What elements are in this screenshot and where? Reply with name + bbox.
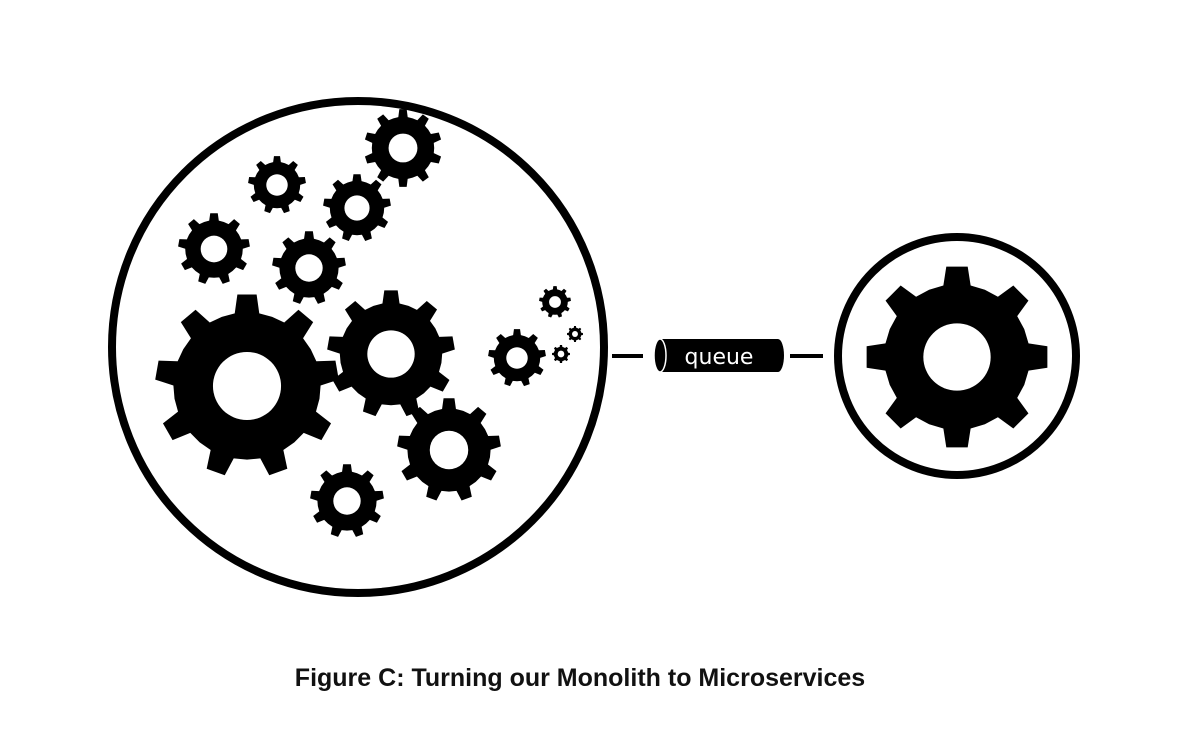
gear-icon — [552, 345, 570, 363]
gear-icon — [567, 326, 583, 342]
gear-icon — [364, 109, 442, 187]
gear-icon — [310, 464, 384, 537]
gear-icon — [248, 156, 306, 214]
gear-icon — [272, 231, 346, 304]
microservice-circle — [834, 233, 1080, 479]
figure-caption: Figure C: Turning our Monolith to Micros… — [294, 664, 866, 692]
gear-icon — [327, 290, 455, 417]
queue-label: queue — [685, 345, 754, 370]
gear-icon — [155, 294, 339, 476]
microservice-gears — [866, 266, 1048, 448]
queue-cylinder: queue — [653, 338, 784, 373]
gear-icon — [866, 266, 1048, 448]
gear-icon — [539, 286, 571, 318]
gear-icon — [323, 174, 391, 241]
gear-icon — [488, 329, 546, 387]
gear-icon — [397, 398, 501, 501]
monolith-gears — [155, 109, 583, 537]
monolith-circle — [108, 97, 608, 597]
gear-icon — [178, 213, 250, 284]
